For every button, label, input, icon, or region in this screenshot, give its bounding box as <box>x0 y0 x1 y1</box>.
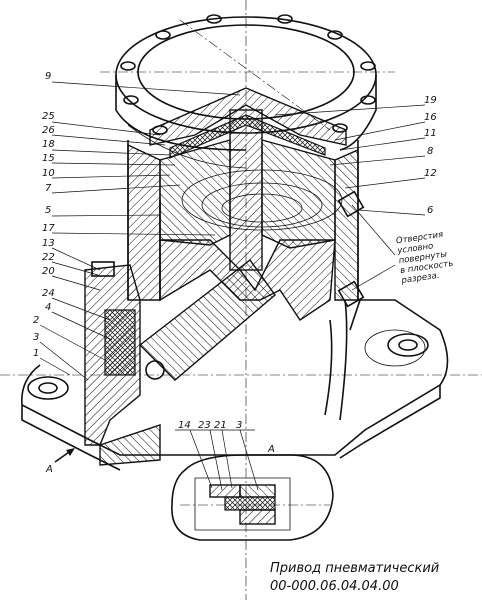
callout-15: 15 <box>42 153 55 164</box>
callout-19: 19 <box>424 95 437 106</box>
callout-17: 17 <box>42 223 55 234</box>
holes-note: Отверстия условно повернуты в плоскость … <box>395 230 454 286</box>
detail-callout-23: 23 <box>198 420 211 431</box>
callout-11: 11 <box>424 128 437 139</box>
callout-10: 10 <box>42 168 55 179</box>
callout-24: 24 <box>42 288 55 299</box>
view-arrow-label: А <box>45 464 53 475</box>
callout-9: 9 <box>45 71 51 82</box>
callout-numbers: 9 25 26 18 15 10 7 5 17 13 22 20 24 4 2 … <box>33 71 437 359</box>
callout-13: 13 <box>42 238 55 249</box>
detail-view <box>171 454 334 541</box>
section-cut <box>84 87 359 466</box>
callout-5: 5 <box>45 205 51 216</box>
callout-2: 2 <box>33 315 39 326</box>
drawing-title: Привод пневматический <box>270 561 439 576</box>
detail-label: А <box>267 444 275 455</box>
view-arrow <box>54 448 75 463</box>
callout-1: 1 <box>33 348 39 359</box>
callout-18: 18 <box>42 139 55 150</box>
callout-25: 25 <box>42 111 55 122</box>
inner-bowl <box>181 169 343 231</box>
detail-callout-3: 3 <box>236 420 242 431</box>
callout-4: 4 <box>45 302 51 313</box>
callout-16: 16 <box>424 112 437 123</box>
callout-12: 12 <box>424 168 437 179</box>
callout-26: 26 <box>42 125 55 136</box>
callout-22: 22 <box>42 252 55 263</box>
callout-8: 8 <box>427 146 433 157</box>
detail-callout-21: 21 <box>214 420 227 431</box>
leaders <box>39 81 426 491</box>
callout-20: 20 <box>42 266 55 277</box>
detail-callouts: 14 23 21 3 А А <box>45 420 275 475</box>
callout-6: 6 <box>427 205 433 216</box>
detail-callout-14: 14 <box>178 420 191 431</box>
fittings <box>91 190 365 308</box>
callout-3: 3 <box>33 332 39 343</box>
drawing-code: 00-000.06.04.04.00 <box>270 579 399 594</box>
callout-7: 7 <box>45 183 52 194</box>
title-block: Привод пневматический 00-000.06.04.04.00 <box>270 561 439 594</box>
